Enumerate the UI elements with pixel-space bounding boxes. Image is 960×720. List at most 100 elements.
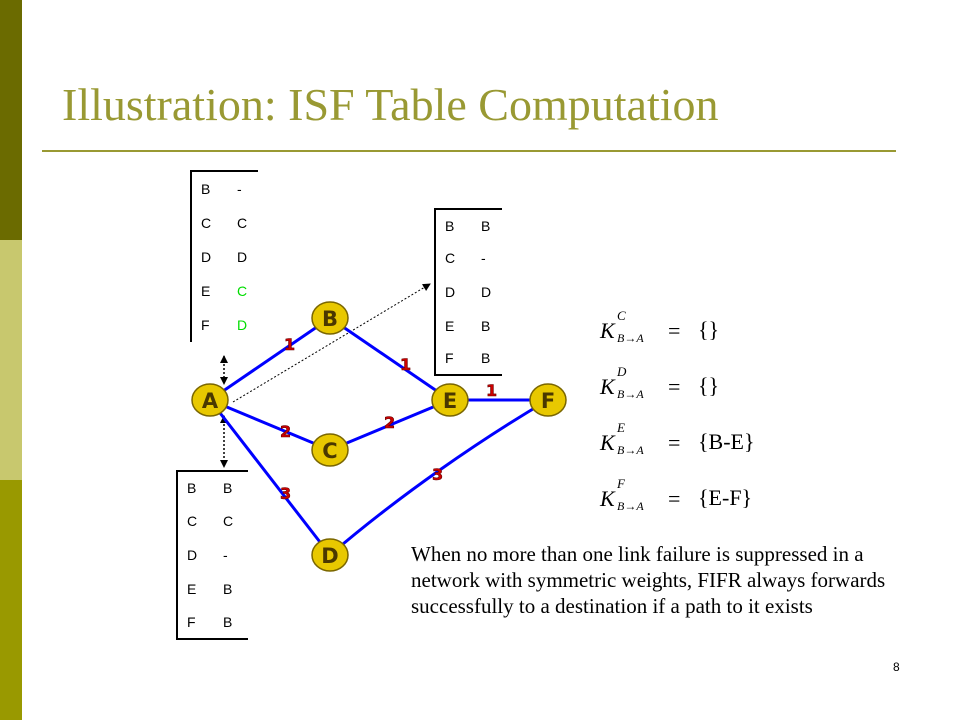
node-f-label: F [541,389,555,413]
hop-cell: D [237,317,248,333]
dest-cell: E [201,283,211,299]
hop-cell: B [481,318,491,334]
formula-superscript: C [617,308,626,323]
node-a-label: A [202,389,219,413]
node-b-label: B [322,307,338,331]
node-e: E [431,383,469,417]
hop-cell: - [481,250,486,266]
link-c-e [329,398,451,452]
table-row: D- [178,538,250,572]
formula-subscript: B→A [617,331,644,345]
link-d-f [329,398,549,557]
hop-cell: B [223,581,233,597]
formula-subscript: B→A [617,443,644,457]
hop-cell: B [481,350,491,366]
dest-cell: F [187,614,196,630]
formula-subscript: B→A [617,387,644,401]
node-b: B [311,301,349,335]
formula-symbol: K [600,486,615,511]
hop-cell: C [237,283,248,299]
weight-e-f: 1 [486,381,497,400]
hop-cell: - [223,547,228,563]
slide-title: Illustration: ISF Table Computation [62,79,719,130]
dest-cell: D [187,547,198,563]
formula-superscript: E [617,420,625,435]
weight-c-e: 2 [384,413,395,432]
formula-symbol: K [600,430,615,455]
dest-cell: B [201,181,211,197]
formula-equals: = [668,374,681,399]
hop-cell: B [223,614,233,630]
formula-value: {E-F} [698,485,753,510]
weight-b-e: 1 [400,355,411,374]
weight-a-b: 1 [284,335,295,354]
node-c-label: C [322,439,337,463]
link-a-c [209,398,331,452]
formula-symbol: K [600,374,615,399]
hop-cell: B [223,480,233,496]
dest-cell: E [187,581,197,597]
dest-cell: B [187,480,197,496]
node-e-label: E [443,389,457,413]
dest-cell: C [201,215,212,231]
hop-cell: D [481,284,492,300]
hop-cell: C [223,513,234,529]
link-a-b [209,316,331,402]
hop-cell: B [481,218,491,234]
formula-superscript: D [617,364,627,379]
node-a: A [191,383,229,417]
theorem-note: When no more than one link failure is su… [411,542,886,618]
node-f: F [529,383,567,417]
dest-cell: C [445,250,456,266]
hop-cell: D [237,249,248,265]
dest-cell: F [201,317,210,333]
title-underline [42,150,896,152]
formula-equals: = [668,430,681,455]
node-d: D [311,538,349,572]
formula-equals: = [668,486,681,511]
weight-a-c: 2 [280,422,291,441]
formula-subscript: B→A [617,499,644,513]
dest-cell: D [201,249,212,265]
left-bar-bottom [0,480,22,720]
formula-equals: = [668,318,681,343]
weight-d-f: 3 [432,465,443,484]
dest-cell: C [187,513,198,529]
left-bar-middle [0,240,22,480]
formula-superscript: F [617,476,625,491]
dest-cell: E [445,318,455,334]
dest-cell: F [445,350,454,366]
hop-cell: C [237,215,248,231]
hop-cell: - [237,181,242,197]
page-number: 8 [893,660,900,674]
dest-cell: D [445,284,456,300]
formula-symbol: K [600,318,615,343]
link-a-d [208,399,332,556]
table-row: C- [436,242,508,274]
formula-value: {} [698,373,720,398]
node-c: C [311,433,349,467]
left-bar-top [0,0,22,240]
weight-a-d: 3 [280,484,291,503]
link-b-e [329,316,451,402]
table-row: B- [192,172,264,206]
formula-value: {B-E} [698,429,755,454]
dest-cell: B [445,218,455,234]
node-d-label: D [321,544,338,568]
